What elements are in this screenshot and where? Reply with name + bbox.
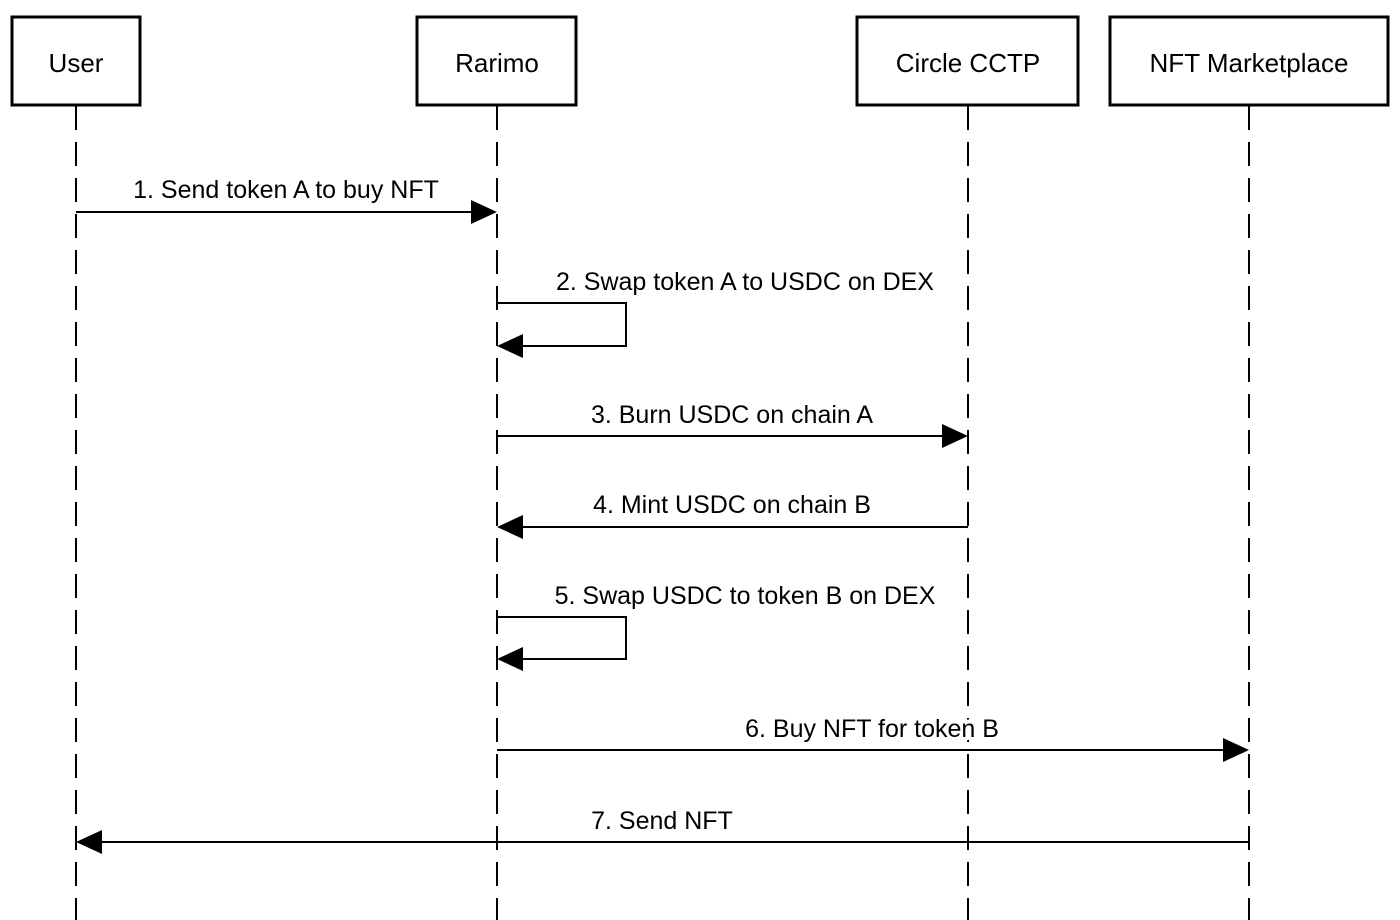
message-5-line [497, 616, 627, 660]
message-2-arrowhead [497, 334, 523, 358]
message-5-label: 5. Swap USDC to token B on DEX [555, 582, 936, 610]
actor-rarimo: Rarimo [415, 15, 578, 107]
message-1: 1. Send token A to buy NFT [76, 172, 497, 224]
message-1-arrowhead [471, 200, 497, 224]
message-2-label: 2. Swap token A to USDC on DEX [556, 268, 934, 296]
actor-box-user [10, 15, 142, 107]
message-2-line [497, 302, 627, 347]
actor-box-rarimo [415, 15, 578, 107]
actor-nft-marketplace: NFT Marketplace [1108, 15, 1390, 107]
message-6-label: 6. Buy NFT for token B [745, 715, 999, 743]
actor-label-nft-marketplace: NFT Marketplace [1150, 48, 1349, 78]
message-4-label: 4. Mint USDC on chain B [593, 491, 871, 519]
actor-circle-cctp: Circle CCTP [855, 15, 1080, 107]
message-5: 5. Swap USDC to token B on DEX [497, 578, 940, 671]
actor-label-circle-cctp: Circle CCTP [896, 48, 1040, 78]
message-3-label: 3. Burn USDC on chain A [591, 401, 873, 429]
message-5-arrowhead [497, 647, 523, 671]
message-4: 4. Mint USDC on chain B [497, 487, 968, 539]
actor-label-rarimo: Rarimo [455, 48, 539, 78]
message-7-label: 7. Send NFT [591, 807, 733, 835]
message-3: 3. Burn USDC on chain A [497, 397, 968, 448]
actors: User Rarimo Circle CCTP NFT Marketplace [10, 15, 1390, 107]
actor-box-nft-marketplace [1108, 15, 1390, 107]
message-6-arrowhead [1223, 738, 1249, 762]
actor-box-circle-cctp [855, 15, 1080, 107]
message-4-arrowhead [497, 515, 523, 539]
message-1-label: 1. Send token A to buy NFT [133, 176, 439, 204]
message-3-arrowhead [942, 424, 968, 448]
lifelines [75, 106, 1250, 920]
messages: 1. Send token A to buy NFT 2. Swap token… [76, 172, 1249, 854]
message-7: 7. Send NFT [76, 803, 1249, 854]
message-7-arrowhead [76, 830, 102, 854]
actor-user: User [10, 15, 142, 107]
message-6: 6. Buy NFT for token B [497, 711, 1249, 762]
actor-label-user: User [49, 48, 104, 78]
message-2: 2. Swap token A to USDC on DEX [497, 264, 938, 358]
